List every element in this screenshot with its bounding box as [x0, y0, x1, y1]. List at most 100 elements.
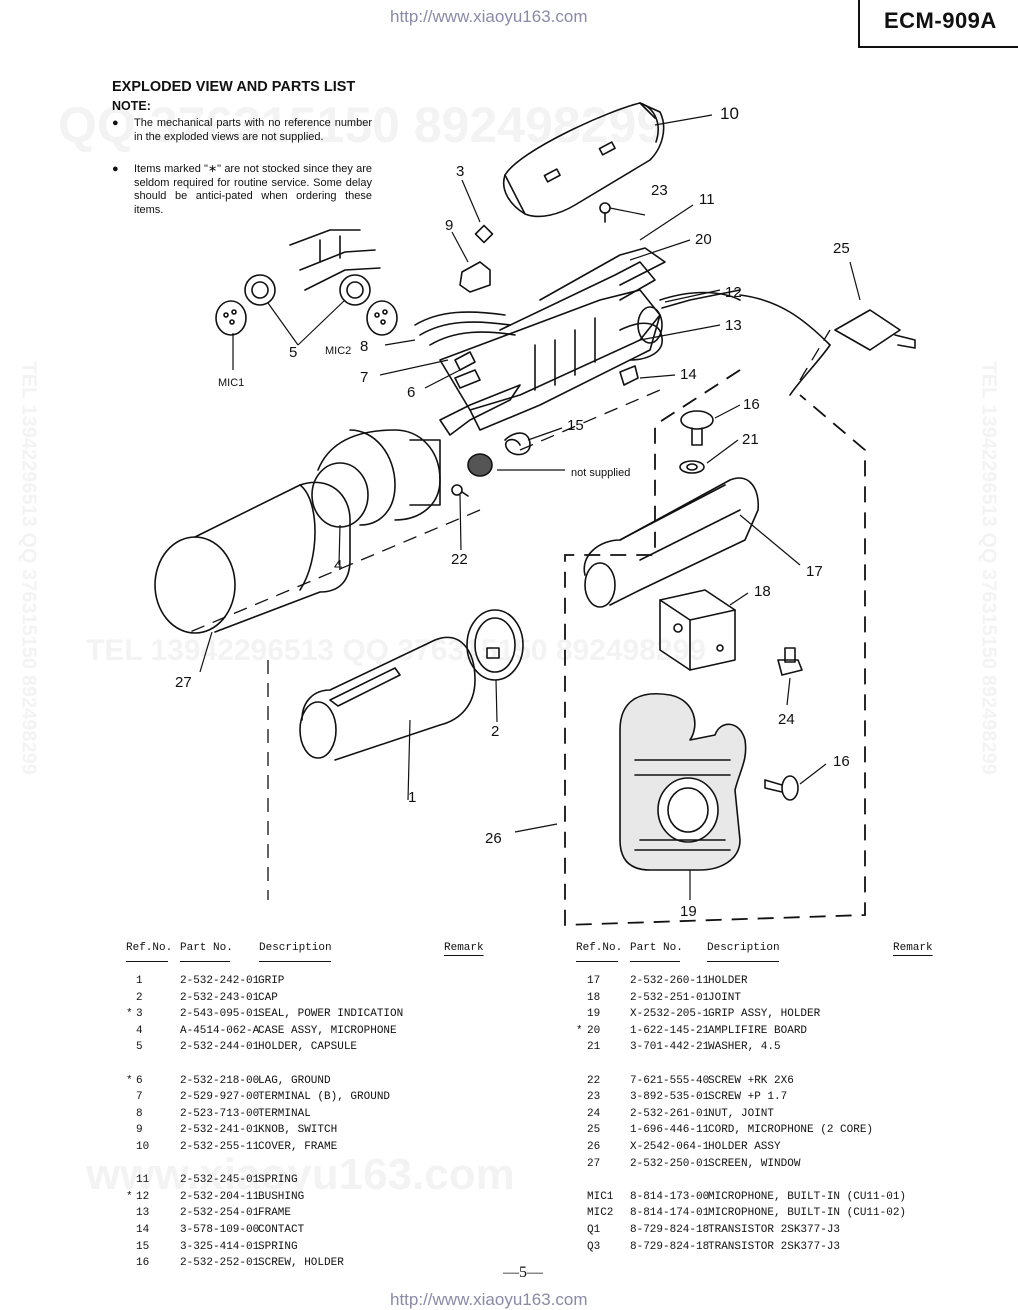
cell-desc: MICROPHONE, BUILT-IN (CU11-02) [708, 1207, 907, 1220]
cell-part: 2-532-250-01 [630, 1157, 710, 1170]
source-url-top[interactable]: http://www.xiaoyu163.com [390, 7, 588, 26]
cell-desc: SEAL, POWER INDICATION [258, 1008, 404, 1021]
cell-desc: HOLDER ASSY [708, 1141, 781, 1153]
cell-mark: * [126, 1074, 133, 1087]
col-header-remark: Remark [893, 942, 933, 954]
contact-part [619, 365, 639, 386]
page-number: —5— [503, 1264, 543, 1281]
callout-mic2: MIC2 [325, 345, 352, 357]
frame-part [439, 247, 741, 436]
cell-desc: SCREW +P 1.7 [708, 1091, 788, 1104]
callout-20: 20 [695, 231, 712, 248]
cell-mark: * [126, 1190, 133, 1203]
bullet-icon: ● [112, 117, 119, 129]
washer-part [679, 460, 705, 474]
cell-ref: 12 [136, 1190, 150, 1203]
cell-mark: * [576, 1024, 583, 1037]
cell-ref: 22 [587, 1074, 601, 1087]
col-header-ref: Ref.No. [126, 942, 173, 954]
cell-part: 2-532-242-01 [180, 975, 260, 987]
holder-part [583, 477, 759, 608]
cell-part: 2-532-251-01 [630, 991, 710, 1004]
cell-desc: CORD, MICROPHONE (2 CORE) [708, 1124, 874, 1137]
cell-ref: 18 [587, 991, 601, 1004]
cell-part: 2-532-244-01 [180, 1041, 260, 1054]
callout-1: 1 [408, 789, 417, 806]
mic1-capsule [215, 300, 247, 336]
source-url-bottom[interactable]: http://www.xiaoyu163.com [390, 1290, 588, 1309]
cell-ref: 9 [136, 1124, 143, 1137]
case-assy-part [311, 429, 441, 528]
cell-ref: 16 [136, 1257, 150, 1270]
callout-16-top: 16 [743, 396, 760, 413]
cell-desc: SCREW, HOLDER [258, 1257, 344, 1270]
callout-16-bottom: 16 [833, 753, 850, 770]
cell-part: 3-892-535-01 [630, 1091, 710, 1104]
cell-mark: * [126, 1008, 133, 1021]
knob-switch-part [459, 261, 491, 293]
cell-part: 2-532-241-01 [180, 1124, 260, 1137]
cell-part: 2-532-255-11 [180, 1141, 260, 1153]
cell-ref: Q1 [587, 1224, 601, 1236]
callout-22: 22 [451, 551, 468, 568]
capsule-holder-right [339, 274, 371, 306]
cell-part: 8-814-174-01 [630, 1207, 710, 1220]
cell-part: 2-532-260-11 [630, 975, 710, 987]
callout-19: 19 [680, 903, 697, 920]
cell-desc: JOINT [708, 991, 742, 1004]
callout-11: 11 [699, 191, 715, 208]
cell-desc: HOLDER, CAPSULE [258, 1041, 358, 1054]
model-number: ECM-909A [884, 8, 997, 33]
callout-mic1: MIC1 [218, 377, 245, 389]
cell-part: 3-578-109-00 [180, 1224, 260, 1236]
cell-part: 2-532-218-00 [180, 1074, 260, 1087]
callout-9: 9 [445, 217, 454, 234]
cell-desc: TERMINAL [258, 1107, 311, 1120]
col-header-desc: Description [259, 942, 332, 954]
cell-desc: CAP [258, 991, 278, 1004]
grip-part [299, 636, 476, 761]
cell-part: 2-532-245-01 [180, 1174, 260, 1187]
cell-ref: 13 [136, 1207, 150, 1220]
bullet-icon: ● [112, 163, 119, 175]
cell-part: 1-696-446-11 [630, 1124, 710, 1137]
col-header-part: Part No. [180, 942, 233, 954]
watermark-site: www.xiaoyu163.com [86, 1150, 515, 1199]
cell-desc: LAG, GROUND [258, 1074, 331, 1087]
cell-desc: GRIP ASSY, HOLDER [708, 1008, 821, 1021]
cell-part: 3-325-414-01 [180, 1240, 260, 1253]
cell-desc: SPRING [258, 1174, 298, 1187]
cell-desc: SCREW +RK 2X6 [708, 1074, 794, 1087]
cell-ref: 15 [136, 1240, 150, 1253]
cell-ref: 8 [136, 1107, 143, 1120]
cell-desc: GRIP [258, 975, 285, 987]
cell-part: 2-532-252-01 [180, 1257, 260, 1270]
col-header-desc: Description [707, 942, 780, 954]
callout-5: 5 [289, 344, 298, 361]
grip-assy-holder-part [619, 693, 747, 871]
cell-ref: 7 [136, 1091, 143, 1104]
cell-desc: MICROPHONE, BUILT-IN (CU11-01) [708, 1190, 907, 1203]
callout-2: 2 [491, 723, 500, 740]
nut-joint-part [777, 647, 803, 676]
